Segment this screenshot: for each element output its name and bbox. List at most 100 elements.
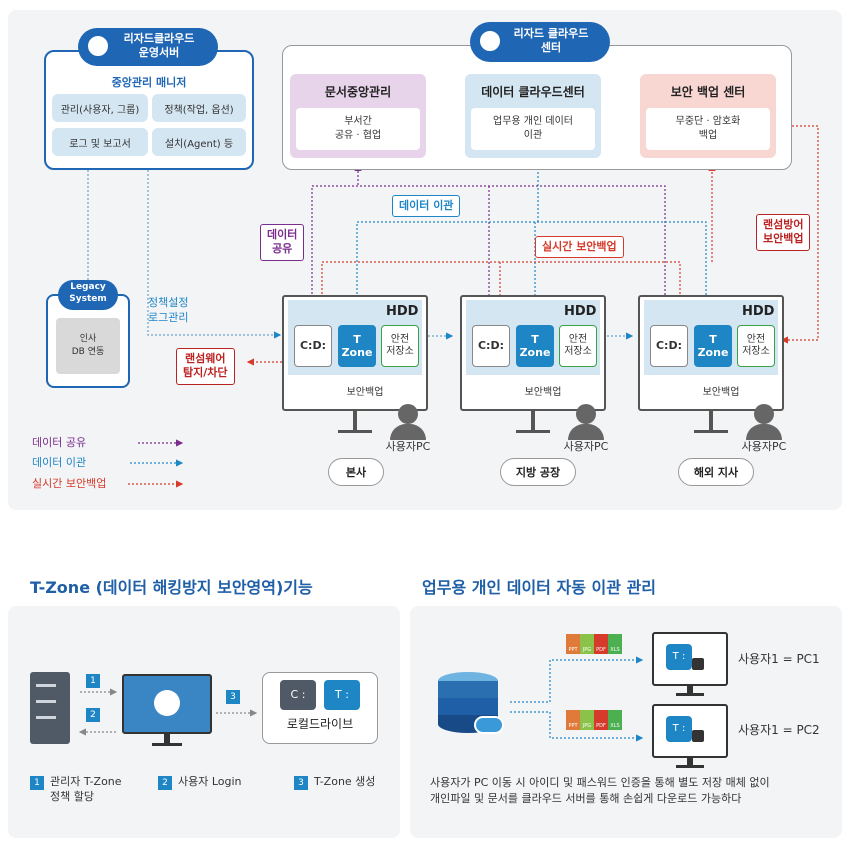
user-icon: [754, 404, 774, 424]
monitor-stand: [687, 686, 693, 694]
c-drive: C:D:: [650, 325, 688, 367]
file-icon-jpg: JPG: [580, 710, 594, 730]
safe-storage: 안전 저장소: [381, 325, 419, 367]
file-icon-ppt: PPT: [566, 710, 580, 730]
note-3-text: T-Zone 생성: [314, 775, 376, 788]
t-zone-drive: T Zone: [516, 325, 554, 367]
ransom-detect-tag: 랜섬웨어 탐지/차단: [176, 348, 235, 385]
legend-share: 데이터 공유: [32, 436, 87, 449]
note-1-badge: 1: [30, 776, 44, 790]
backup-label: 보안백업: [513, 386, 573, 400]
tzone-section-title: T-Zone (데이터 해킹방지 보안영역)기능: [30, 578, 313, 597]
auto-desc-2: 개인파일 및 문서를 클라우드 서버를 통해 손쉽게 다운로드 가능하다: [430, 792, 742, 805]
backup-label: 보안백업: [335, 386, 395, 400]
user-body-icon: [568, 424, 604, 440]
ransom-defense-tag: 랜섬방어 보안백업: [756, 214, 811, 251]
note-2-text: 사용자 Login: [178, 775, 242, 788]
tzone-arrows: [78, 688, 258, 736]
file-icon-xls: XLS: [608, 710, 622, 730]
monitor-stand: [353, 411, 357, 431]
step-2-badge: 2: [86, 708, 100, 722]
monitor-base: [152, 743, 182, 746]
server-slot-3: [36, 716, 56, 719]
file-icon-pdf: PDF: [594, 634, 608, 654]
backup-label: 보안백업: [691, 386, 751, 400]
realtime-tag: 실시간 보안백업: [535, 236, 624, 259]
server-icon: [30, 672, 70, 744]
cloud-icon: [474, 716, 504, 734]
location-factory: 지방 공장: [500, 458, 576, 486]
monitor-base: [676, 693, 704, 696]
backup-center-title: 보안 백업 센터: [670, 85, 746, 99]
legend-transfer: 데이터 이관: [32, 456, 87, 469]
lock-icon: [692, 658, 704, 670]
backup-center-body: 무중단 · 암호화 백업: [646, 108, 770, 150]
file-icon-pdf: PDF: [594, 710, 608, 730]
c-drive: C:D:: [472, 325, 510, 367]
cloud-logo-icon: [478, 29, 502, 53]
file-icon-ppt: PPT: [566, 634, 580, 654]
safe-storage: 안전 저장소: [559, 325, 597, 367]
auto-arrows: [510, 656, 644, 742]
step-3-badge: 3: [226, 690, 240, 704]
note-2-badge: 2: [158, 776, 172, 790]
hdd-label: HDD: [742, 304, 775, 319]
data-center-title: 데이터 클라우드센터: [481, 85, 585, 99]
client-logo-icon: [154, 690, 180, 716]
t-zone-drive: T Zone: [338, 325, 376, 367]
local-drive-label: 로컬드라이브: [286, 717, 354, 731]
share-tag: 데이터 공유: [260, 224, 305, 261]
hdd-label: HDD: [386, 304, 419, 319]
user-body-icon: [390, 424, 426, 440]
note-3-badge: 3: [294, 776, 308, 790]
ops-cell-logs: 로그 및 보고서: [52, 128, 148, 156]
local-c-drive: C :: [280, 680, 316, 710]
t-zone-drive: T Zone: [694, 325, 732, 367]
auto-desc-1: 사용자가 PC 이동 시 아이디 및 패스워드 인증을 통해 별도 저장 매체 …: [430, 776, 770, 789]
monitor-stand: [687, 758, 693, 766]
user-icon: [398, 404, 418, 424]
legend-realtime: 실시간 보안백업: [32, 477, 107, 490]
file-icon-xls: XLS: [608, 634, 622, 654]
pc2-label: 사용자1 = PC2: [738, 723, 820, 737]
monitor-stand: [164, 734, 170, 744]
note-1-text: 관리자 T-Zone 정책 할당: [50, 775, 122, 803]
user-body-icon: [746, 424, 782, 440]
doc-center-title: 문서중앙관리: [324, 85, 392, 99]
user-pc-label: 사용자PC: [385, 440, 431, 453]
doc-center-body: 부서간 공유 · 협업: [296, 108, 420, 150]
step-1-badge: 1: [86, 674, 100, 688]
user-pc-label: 사용자PC: [563, 440, 609, 453]
ops-cell-install: 설치(Agent) 등: [152, 128, 246, 156]
user-icon: [576, 404, 596, 424]
client-monitor: [122, 674, 212, 734]
user-pc-label: 사용자PC: [741, 440, 787, 453]
legacy-title: Legacy System: [58, 280, 118, 310]
monitor-base: [694, 430, 728, 433]
monitor-base: [676, 765, 704, 768]
server-slot-2: [36, 700, 56, 703]
manager-label: 중앙관리 매니저: [111, 76, 187, 89]
pc1-label: 사용자1 = PC1: [738, 652, 820, 666]
c-drive: C:D:: [294, 325, 332, 367]
legacy-body: 인사 DB 연동: [56, 318, 120, 374]
hdd-label: HDD: [564, 304, 597, 319]
lock-icon: [692, 730, 704, 742]
policy-label: 정책설정 로그관리: [148, 296, 189, 324]
monitor-stand: [709, 411, 713, 431]
ops-cell-manage: 관리(사용자, 그룹): [52, 94, 148, 122]
file-icon-jpg: JPG: [580, 634, 594, 654]
transfer-tag: 데이터 이관: [392, 195, 461, 218]
monitor-base: [338, 430, 372, 433]
lizard-logo-icon: [86, 34, 110, 58]
monitor-base: [516, 430, 550, 433]
location-hq: 본사: [328, 458, 384, 486]
server-slot-1: [36, 684, 56, 687]
data-center-body: 업무용 개인 데이터 이관: [471, 108, 595, 150]
ops-cell-policy: 정책(작업, 옵션): [152, 94, 246, 122]
safe-storage: 안전 저장소: [737, 325, 775, 367]
pc1-t-drive: T :: [666, 644, 692, 670]
pc2-t-drive: T :: [666, 716, 692, 742]
location-overseas: 해외 지사: [678, 458, 754, 486]
monitor-stand: [531, 411, 535, 431]
